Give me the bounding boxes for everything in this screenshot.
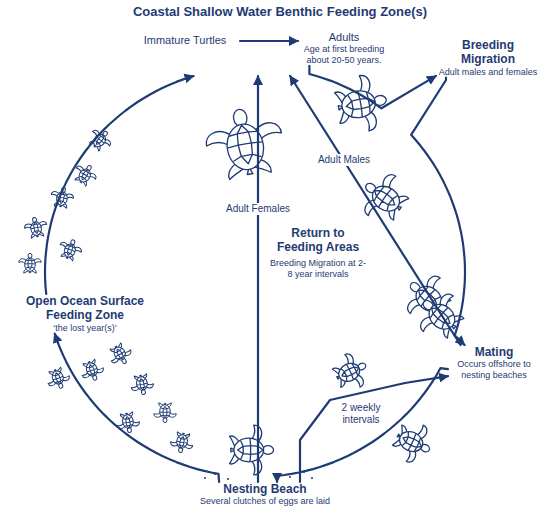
flow-arrow xyxy=(300,376,448,482)
node-heading: Coastal Shallow Water Benthic Feeding Zo… xyxy=(95,4,465,20)
flow-arrow xyxy=(240,40,298,42)
male-turtle xyxy=(353,165,415,229)
hatchling xyxy=(129,373,155,396)
note-text: Breeding Migration at 2-8 year intervals xyxy=(268,258,368,280)
hatchling xyxy=(154,403,176,423)
hatchling xyxy=(115,411,141,434)
edge-label: 2 weekly intervals xyxy=(331,402,391,426)
adult-turtle xyxy=(332,72,391,136)
zone-band: Coastal Shallow Water Benthic Feeding Zo… xyxy=(95,4,465,76)
node-heading: Nesting Beach xyxy=(180,482,350,496)
hatchling xyxy=(106,340,135,368)
section-heading: Return to Feeding Areas xyxy=(268,226,368,255)
hatchling xyxy=(78,357,106,383)
stage-label: Open Ocean Surface Feeding Zone‘the lost… xyxy=(15,294,155,334)
female-turtle xyxy=(201,103,288,183)
stage-label: Immature Turtles xyxy=(130,34,240,47)
flow-arrow xyxy=(277,368,448,482)
flow-arrow xyxy=(55,334,219,482)
flow-arrow xyxy=(45,76,194,294)
hatchling xyxy=(85,125,115,155)
swimming-turtle xyxy=(329,348,373,394)
stage-label: Breeding MigrationAdult males and female… xyxy=(436,38,540,78)
edge-label: Adult Males xyxy=(316,154,372,166)
edge-label: Adult Females xyxy=(224,203,292,215)
node-heading: Breeding Migration xyxy=(436,38,540,67)
stage-label: Nesting BeachSeveral clutches of eggs ar… xyxy=(180,482,350,507)
hatchling xyxy=(169,431,195,454)
hatchling xyxy=(23,216,49,239)
node-heading: Open Ocean Surface Feeding Zone xyxy=(15,294,155,323)
node-body: Several clutches of eggs are laid xyxy=(180,496,350,507)
node-heading: Mating xyxy=(448,345,540,359)
flow-arrow xyxy=(290,76,460,345)
nesting-turtle xyxy=(230,425,274,475)
node-body: Occurs offshore to nesting beaches xyxy=(448,359,540,381)
node-body: Age at first breeding about 20-50 years. xyxy=(298,44,390,66)
hatchling xyxy=(44,365,72,391)
node-body: ‘the lost year(s)’ xyxy=(15,323,155,334)
hatchling xyxy=(19,253,41,273)
flow-arrow xyxy=(411,78,465,345)
flow-arrow xyxy=(309,66,436,109)
stage-label: MatingOccurs offshore to nesting beaches xyxy=(448,345,540,381)
flow-arrow xyxy=(257,76,259,482)
node-heading: Immature Turtles xyxy=(130,34,240,47)
node-body: Adult males and females xyxy=(436,67,540,78)
stage-label: AdultsAge at first breeding about 20-50 … xyxy=(298,31,390,66)
hatchling xyxy=(56,236,84,262)
node-heading: Adults xyxy=(298,31,390,44)
